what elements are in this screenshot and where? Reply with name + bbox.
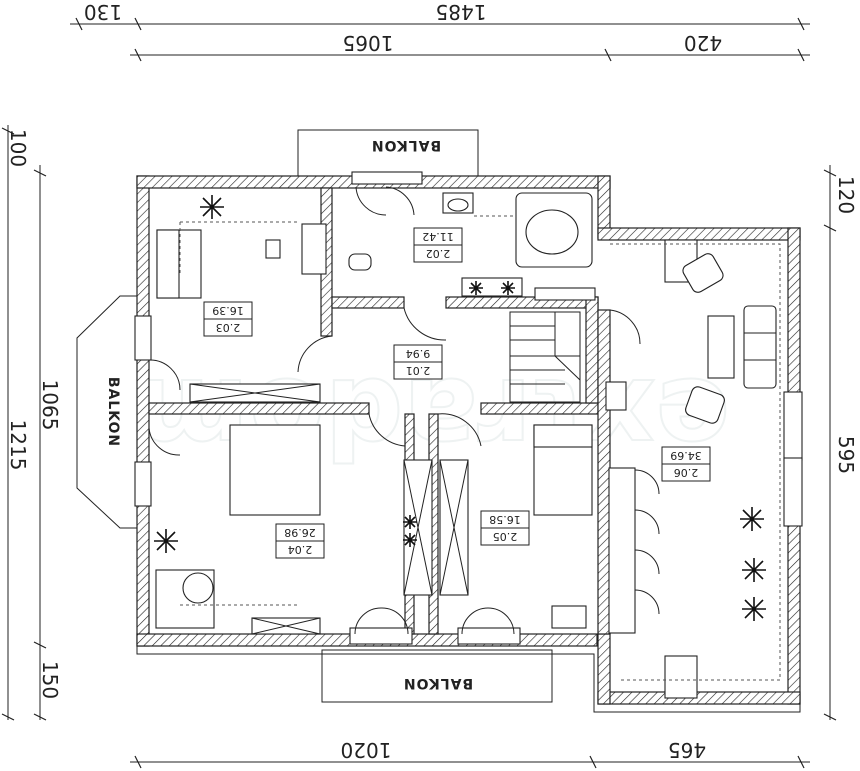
room-label-2-06: 2.06 34.69	[661, 446, 711, 482]
room-label-2-02: 2.02 11.42	[413, 227, 463, 263]
dim-left-bottom: 150	[38, 661, 62, 699]
balcony-bottom: BALKON	[321, 649, 553, 703]
balcony-left-label: BALKON	[105, 377, 121, 447]
balcony-bottom-label: BALKON	[403, 675, 473, 691]
room-area-2-06: 34.69	[670, 449, 702, 462]
room-id-2-01: 2.01	[406, 364, 431, 377]
dim-left-main: 1065	[38, 380, 62, 431]
dim-right-top: 120	[834, 176, 858, 214]
room-id-2-04: 2.04	[288, 543, 313, 556]
dim-top-main: 1065	[343, 31, 394, 55]
balcony-top-label: BALKON	[371, 137, 441, 153]
room-area-2-02: 11.42	[422, 230, 454, 243]
room-id-2-05: 2.05	[493, 530, 518, 543]
dim-bottom-right: 465	[668, 738, 706, 762]
balcony-left: BALKON	[76, 295, 137, 529]
room-label-2-04: 2.04 26.98	[275, 523, 325, 559]
staircase	[509, 311, 581, 403]
room-area-2-03: 16.39	[212, 304, 244, 317]
dimension-labels: 1485 130 1065 420 1020 465 1215 100 1065…	[6, 0, 858, 762]
room-label-2-01: 2.01 9.94	[393, 344, 443, 380]
dim-top-right: 420	[684, 31, 722, 55]
windows	[134, 171, 803, 699]
dashed-outlines	[179, 215, 781, 681]
room-id-2-02: 2.02	[426, 247, 451, 260]
balcony-top: BALKON	[297, 129, 479, 177]
dim-right-main: 595	[834, 436, 858, 474]
doors	[148, 186, 641, 635]
dimension-lines	[1, 17, 837, 769]
room-id-2-06: 2.06	[674, 466, 699, 479]
dim-left-top: 100	[6, 129, 30, 167]
room-area-2-05: 16.58	[489, 513, 521, 526]
dim-left-outer: 1215	[6, 420, 30, 471]
room-area-2-01: 9.94	[406, 347, 431, 360]
dim-bottom-left: 1020	[341, 738, 392, 762]
dim-top-left-offset: 130	[84, 0, 122, 24]
room-label-2-03: 2.03 16.39	[203, 301, 253, 337]
dim-top-total: 1485	[436, 0, 487, 24]
room-area-2-04: 26.98	[284, 526, 316, 539]
room-label-2-05: 2.05 16.58	[480, 510, 530, 546]
furniture	[155, 192, 777, 635]
plants	[154, 195, 766, 621]
room-id-2-03: 2.03	[216, 321, 241, 334]
